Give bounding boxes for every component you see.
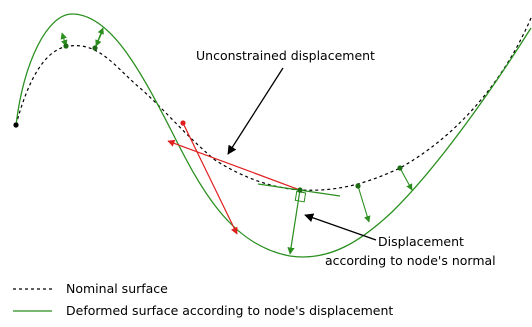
normal-arrow-2b — [95, 29, 104, 47]
right-angle-marker — [294, 190, 307, 203]
legend-nominal-label: Nominal surface — [66, 281, 168, 296]
normal-arrow-4 — [399, 167, 413, 191]
unconstrained-arrow-down — [182, 122, 238, 235]
red-node — [180, 120, 186, 126]
curve-start-node — [13, 122, 19, 128]
node-3 — [355, 183, 361, 189]
deformed-surface-curve — [15, 13, 532, 258]
pointer-unconstrained — [227, 67, 284, 155]
unconstrained-arrow-left — [167, 139, 301, 191]
nominal-surface-curve — [15, 17, 532, 191]
node-4 — [397, 165, 403, 171]
normal-arrow-3 — [357, 185, 371, 223]
node-2 — [92, 45, 98, 51]
label-normal-line1: Displacement — [378, 234, 464, 249]
center-node — [297, 187, 303, 193]
label-unconstrained: Unconstrained displacement — [196, 48, 375, 63]
legend: Nominal surface Deformed surface accordi… — [13, 281, 393, 318]
label-normal-line2: according to node's normal — [325, 253, 496, 268]
node-1 — [63, 43, 69, 49]
pointer-normal — [304, 213, 377, 241]
legend-deformed-label: Deformed surface according to node's dis… — [66, 303, 393, 318]
